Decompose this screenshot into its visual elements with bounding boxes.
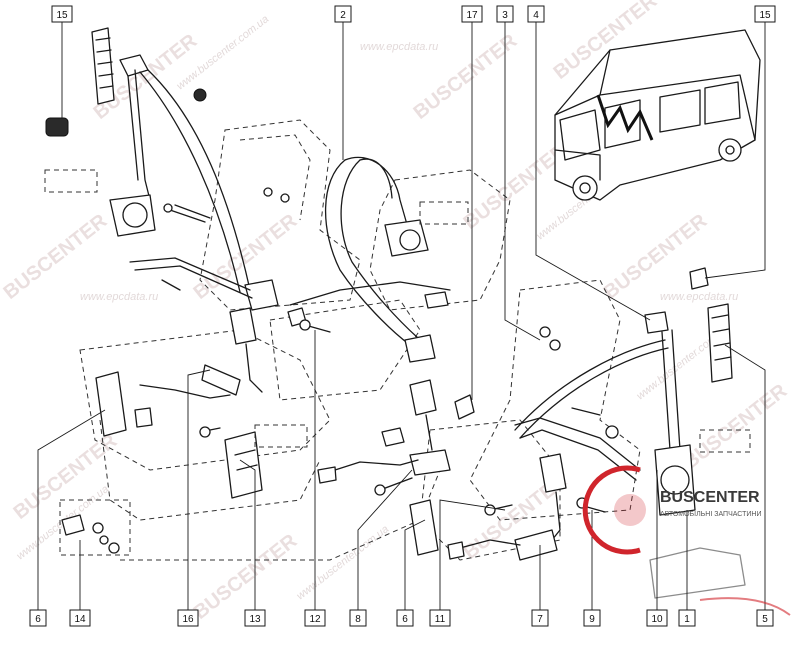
guide-cover-icon	[45, 117, 69, 137]
callout-number: 3	[502, 10, 508, 21]
callout-number: 2	[340, 10, 346, 21]
callout-bottom-16: 16	[177, 609, 199, 627]
callout-top-3: 3	[496, 5, 514, 23]
callout-top-15: 15	[51, 5, 73, 23]
callout-number: 15	[759, 10, 771, 21]
callout-number: 6	[35, 614, 41, 625]
buckle-tongue-icon	[409, 379, 437, 416]
callout-top-15-right: 15	[754, 5, 776, 23]
dashed-placeholders	[44, 169, 751, 556]
watermark-brand: BUSCENTER	[0, 210, 112, 304]
callout-bottom-8: 8	[349, 609, 367, 627]
callout-top-4: 4	[527, 5, 545, 23]
watermark-site: www.epcdata.ru	[80, 291, 158, 303]
callout-top-2: 2	[334, 5, 352, 23]
logo-tagline: АВТОМОБІЛЬНІ ЗАПЧАСТИНИ	[660, 511, 761, 518]
watermark-brand: BUSCENTER	[190, 210, 302, 304]
callout-number: 6	[402, 614, 408, 625]
left-belt-assembly	[45, 27, 290, 554]
callout-number: 8	[355, 614, 361, 625]
highlight-belt-zone	[596, 94, 654, 141]
buscenter-logo: BUSCENTER АВТОМОБІЛЬНІ ЗАПЧАСТИНИ	[582, 465, 791, 616]
callout-number: 7	[537, 614, 543, 625]
van-illustration	[554, 29, 761, 201]
callout-bottom-5: 5	[756, 609, 774, 627]
callout-top-17: 17	[461, 5, 483, 23]
buckle-tongue-icon	[539, 453, 567, 493]
watermark-site: www.epcdata.ru	[660, 291, 738, 303]
callout-bottom-13: 13	[244, 609, 266, 627]
callout-number: 5	[762, 614, 768, 625]
callout-bottom-1: 1	[678, 609, 696, 627]
guide-cover-icon	[689, 267, 709, 290]
buckle-icon	[95, 371, 127, 437]
callout-number: 1	[684, 614, 690, 625]
buckle-tongue-icon	[229, 307, 257, 345]
callout-number: 10	[651, 614, 663, 625]
watermark-brand: BUSCENTER	[600, 210, 712, 304]
callout-bottom-12: 12	[304, 609, 326, 627]
middle-belt-assembly	[287, 156, 475, 496]
callout-bottom-11: 11	[429, 609, 451, 627]
logo-arc-icon	[582, 465, 641, 555]
callout-bottom-6: 6	[29, 609, 47, 627]
logo-bus-icon	[649, 547, 746, 599]
callout-bottom-14: 14	[69, 609, 91, 627]
callout-bottom-9: 9	[583, 609, 601, 627]
watermark-brand: BUSCENTER	[10, 430, 122, 524]
right-belt-assembly	[409, 267, 733, 561]
buckle-icon	[224, 431, 263, 499]
watermark-site: www.buscenter.com.ua	[294, 523, 391, 602]
callout-bottom-10: 10	[646, 609, 668, 627]
callout-bottom-6b: 6	[396, 609, 414, 627]
callout-number: 14	[74, 614, 86, 625]
callout-number: 13	[249, 614, 261, 625]
buckle-icon	[409, 499, 439, 556]
callout-number: 16	[182, 614, 194, 625]
callout-number: 17	[466, 10, 478, 21]
callout-number: 12	[309, 614, 321, 625]
logo-name: BUSCENTER	[660, 489, 760, 506]
callout-number: 11	[435, 614, 446, 625]
callout-number: 4	[533, 10, 539, 21]
callout-number: 9	[589, 614, 595, 625]
callout-number: 15	[56, 10, 68, 21]
callout-bottom-7: 7	[531, 609, 549, 627]
watermark-site: www.epcdata.ru	[360, 41, 438, 53]
watermark-brand: BUSCENTER	[680, 380, 792, 474]
